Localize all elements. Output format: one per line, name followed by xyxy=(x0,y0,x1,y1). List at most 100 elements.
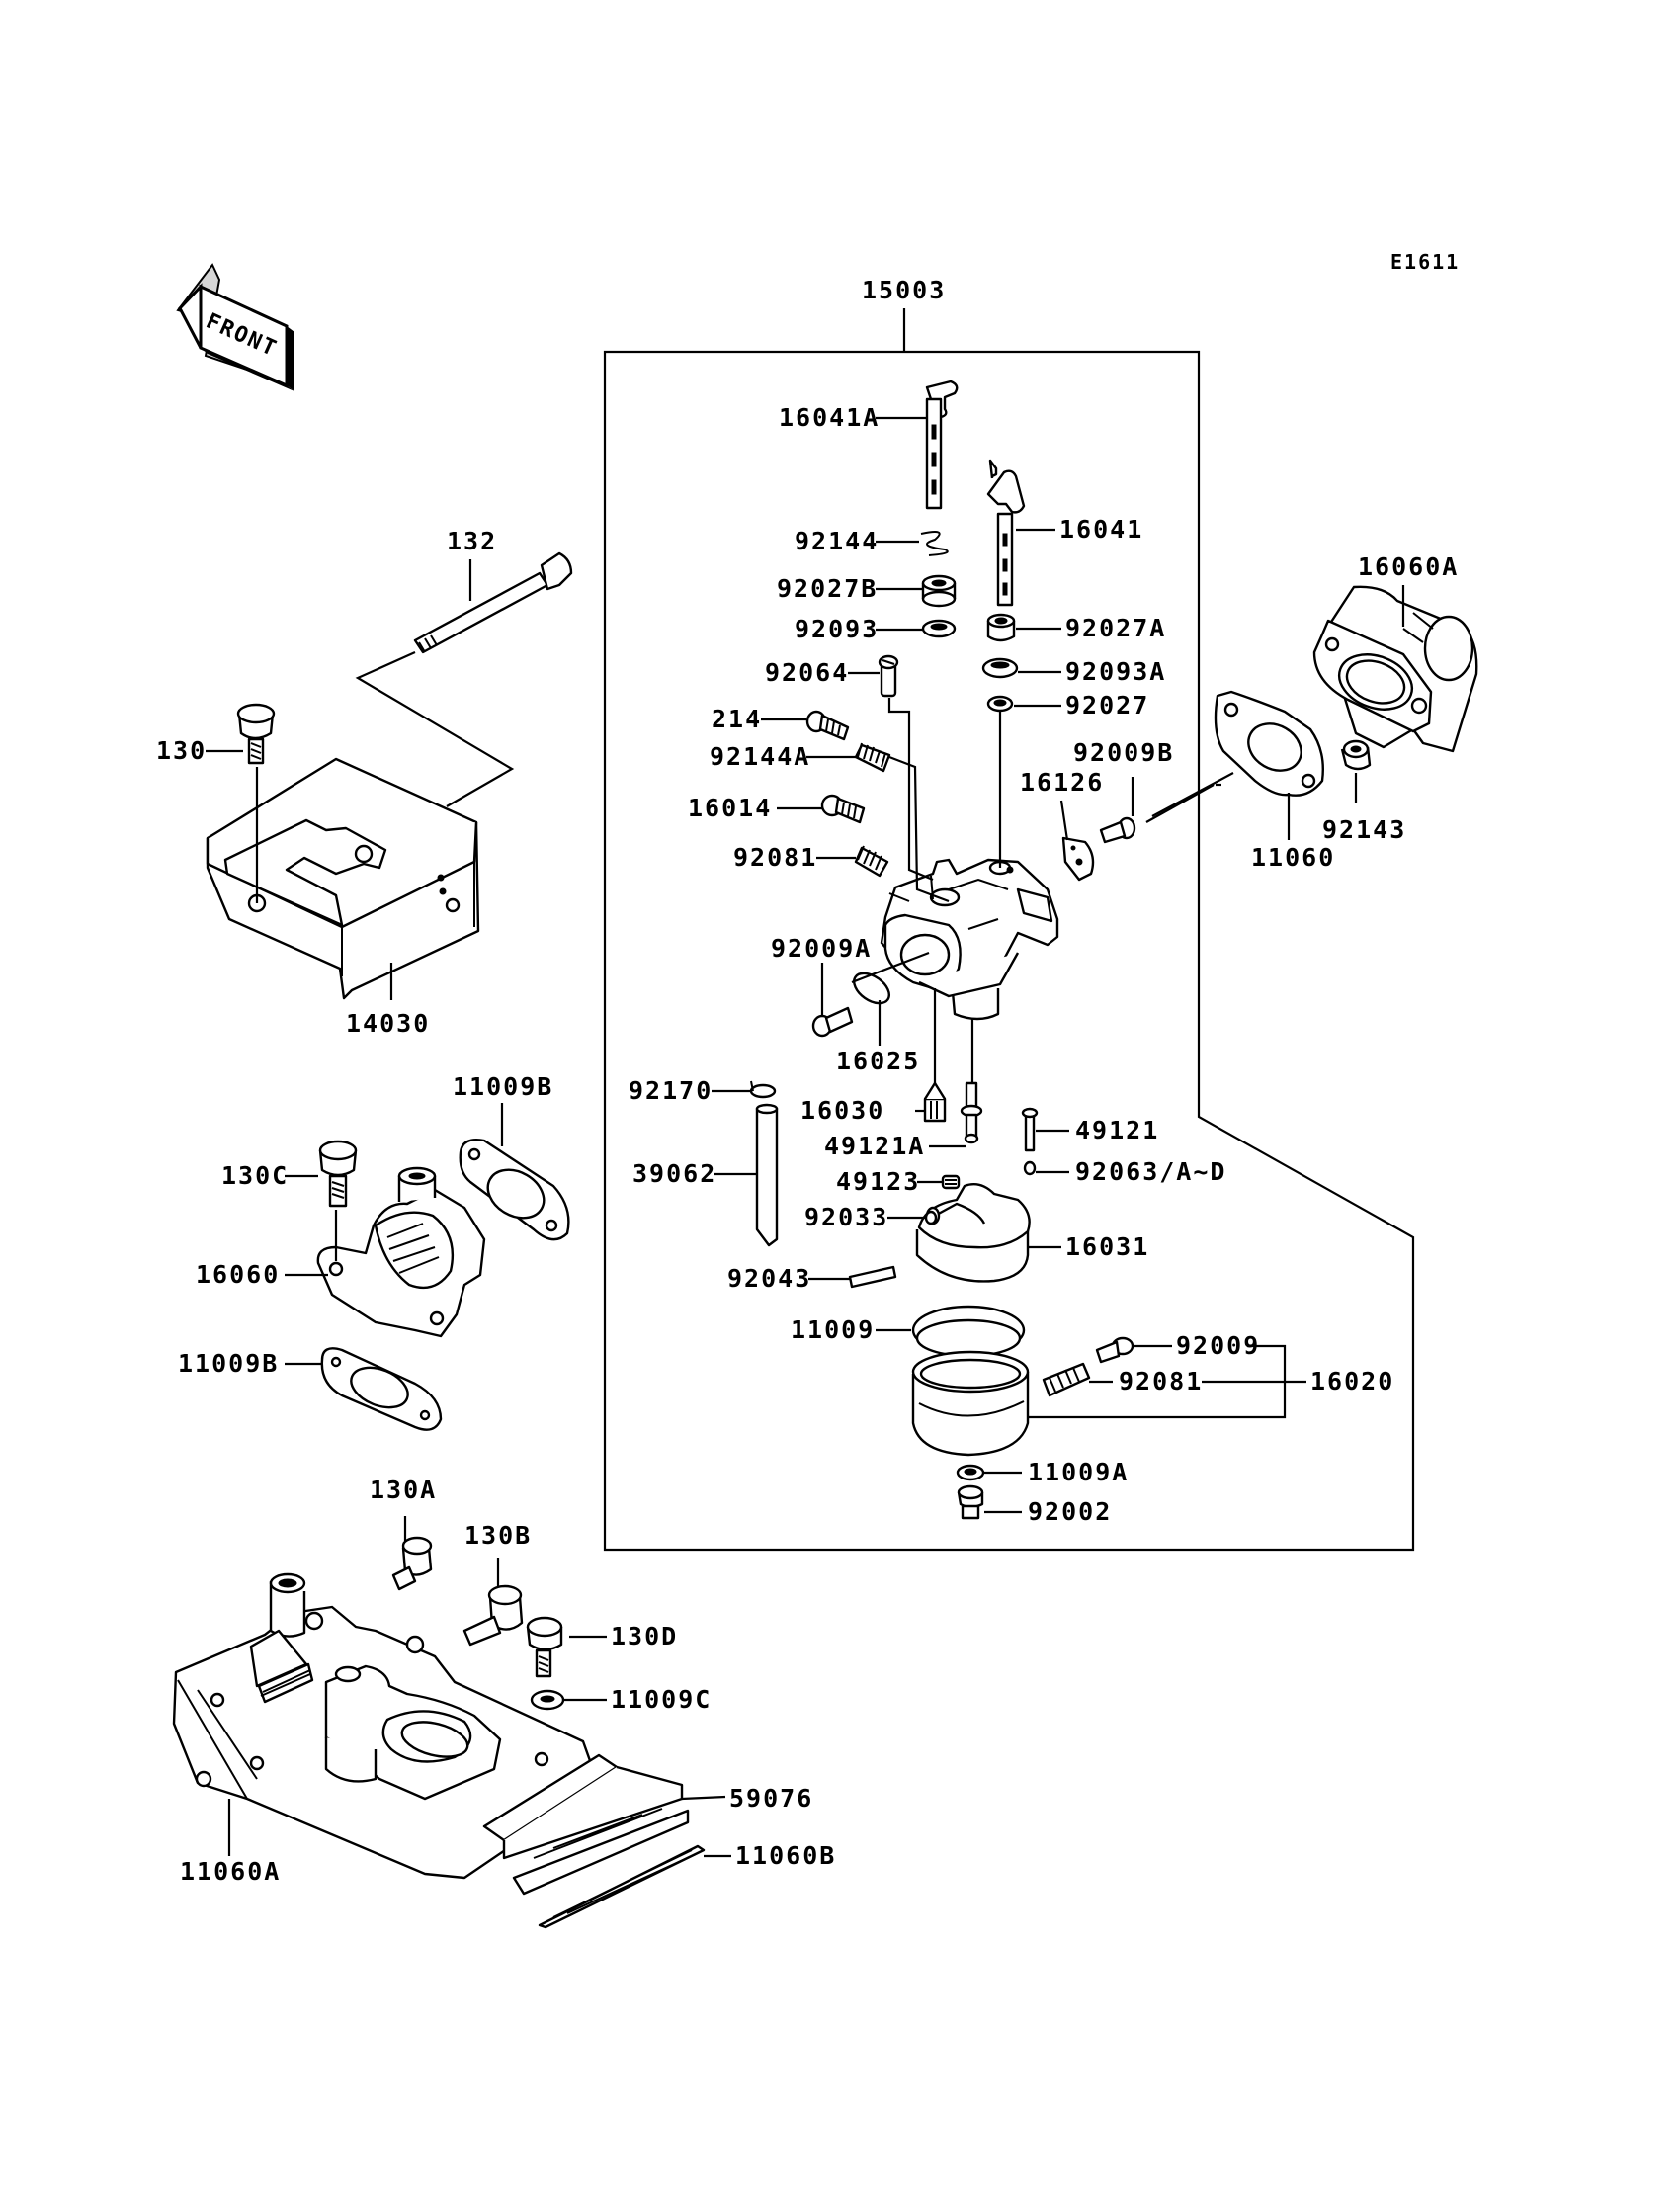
screw-92064 xyxy=(878,654,899,698)
cover-14030 xyxy=(206,757,480,1000)
float-bowl-16020 xyxy=(911,1350,1030,1457)
label-59076: 59076 xyxy=(729,1784,813,1813)
label-130B: 130B xyxy=(464,1521,532,1550)
clip-92170 xyxy=(749,1080,777,1099)
float-16031 xyxy=(915,1183,1031,1283)
label-49121: 49121 xyxy=(1075,1116,1159,1144)
jet-49121 xyxy=(1021,1107,1039,1176)
label-92009: 92009 xyxy=(1176,1331,1260,1360)
bolt-130B xyxy=(462,1584,524,1647)
assembly-label: 15003 xyxy=(862,276,946,304)
label-92002: 92002 xyxy=(1028,1497,1112,1526)
label-92093A: 92093A xyxy=(1065,657,1166,686)
choke-shaft-16041A xyxy=(925,380,959,510)
part-labels: 16041A 16041 92144 92027B 92093 92027A 9… xyxy=(156,403,1459,1886)
label-11060A: 11060A xyxy=(180,1857,281,1886)
label-16031: 16031 xyxy=(1065,1232,1149,1261)
gasket-11060B xyxy=(538,1844,706,1929)
label-130D: 130D xyxy=(611,1622,678,1650)
label-49121A: 49121A xyxy=(824,1132,925,1160)
label-130A: 130A xyxy=(370,1476,437,1504)
gasket-11009B-bottom xyxy=(320,1347,443,1431)
label-92144: 92144 xyxy=(795,527,879,555)
label-92027: 92027 xyxy=(1065,691,1149,719)
float-valve-16030 xyxy=(923,1081,947,1123)
label-49123: 49123 xyxy=(836,1167,920,1196)
label-92144A: 92144A xyxy=(710,742,810,771)
screw-92009A xyxy=(811,1006,854,1038)
label-16060A: 16060A xyxy=(1358,552,1459,581)
front-arrow-icon: FRONT xyxy=(176,263,294,391)
label-16030: 16030 xyxy=(800,1096,884,1125)
label-16060: 16060 xyxy=(196,1260,280,1289)
label-16014: 16014 xyxy=(688,794,772,822)
washer-11009A xyxy=(956,1464,985,1481)
throttle-shaft-16041 xyxy=(986,459,1026,607)
diagram-code: E1611 xyxy=(1390,250,1460,274)
assembly-bracket xyxy=(603,308,1415,1552)
bolt-130A xyxy=(391,1536,433,1591)
washer-92093 xyxy=(921,619,957,638)
jet-49121A xyxy=(960,1081,983,1144)
carburetor-body xyxy=(880,858,1059,1021)
tube-39062 xyxy=(755,1103,779,1247)
bushing-92027 xyxy=(986,695,1014,713)
spring-92144 xyxy=(920,531,949,556)
label-11060: 11060 xyxy=(1251,843,1335,872)
label-214: 214 xyxy=(712,705,762,733)
label-92027A: 92027A xyxy=(1065,614,1166,642)
label-11009B-top: 11009B xyxy=(453,1072,553,1101)
bolt-92002 xyxy=(957,1484,984,1520)
pin-92043 xyxy=(848,1265,897,1289)
label-92009B: 92009B xyxy=(1073,738,1174,767)
gasket-11009 xyxy=(911,1305,1026,1358)
pin-92033 xyxy=(924,1210,938,1225)
label-130: 130 xyxy=(156,736,207,765)
washer-11009C xyxy=(530,1689,565,1711)
bolt-130D xyxy=(526,1616,563,1678)
bushing-92027A xyxy=(986,613,1016,642)
label-16126: 16126 xyxy=(1020,768,1104,797)
bolt-132 xyxy=(413,551,573,654)
label-92009A: 92009A xyxy=(771,934,872,963)
label-11009C: 11009C xyxy=(611,1685,712,1714)
screw-92009 xyxy=(1095,1336,1134,1364)
gasket-11060 xyxy=(1214,690,1324,797)
label-11009A: 11009A xyxy=(1028,1458,1129,1486)
bushing-92143 xyxy=(1340,739,1372,771)
jet-49123 xyxy=(941,1174,961,1190)
insulator-16060A xyxy=(1312,585,1478,753)
screw-16014 xyxy=(820,794,866,824)
plate-16126 xyxy=(1061,836,1095,882)
bushing-92027B xyxy=(921,574,957,608)
washer-92093A xyxy=(981,657,1019,679)
label-11060B: 11060B xyxy=(735,1841,836,1870)
intake-manifold-11060A xyxy=(172,1572,595,1880)
label-132: 132 xyxy=(447,527,497,555)
label-92043: 92043 xyxy=(727,1264,811,1293)
gasket-11009B-top xyxy=(459,1139,570,1241)
label-16025: 16025 xyxy=(836,1047,920,1075)
label-92063AD: 92063/A~D xyxy=(1075,1157,1226,1186)
screw-214 xyxy=(805,710,850,741)
label-92081-bowl: 92081 xyxy=(1119,1367,1203,1395)
spring-92081-bowl xyxy=(1042,1362,1091,1397)
label-11009: 11009 xyxy=(791,1315,875,1344)
label-92170: 92170 xyxy=(629,1076,713,1105)
label-92027B: 92027B xyxy=(777,574,878,603)
insulator-16060 xyxy=(316,1166,486,1338)
spring-92144A xyxy=(854,742,891,773)
spring-92081-pilot xyxy=(854,845,889,878)
label-39062: 39062 xyxy=(632,1159,716,1188)
label-92064: 92064 xyxy=(765,658,849,687)
label-92093: 92093 xyxy=(795,615,879,643)
label-16020: 16020 xyxy=(1310,1367,1394,1395)
label-92143: 92143 xyxy=(1322,815,1406,844)
label-16041A: 16041A xyxy=(779,403,880,432)
label-92081-pilot: 92081 xyxy=(733,843,817,872)
label-130C: 130C xyxy=(221,1161,289,1190)
bolt-130 xyxy=(236,703,276,765)
label-14030: 14030 xyxy=(346,1009,430,1038)
label-16041: 16041 xyxy=(1059,515,1143,544)
